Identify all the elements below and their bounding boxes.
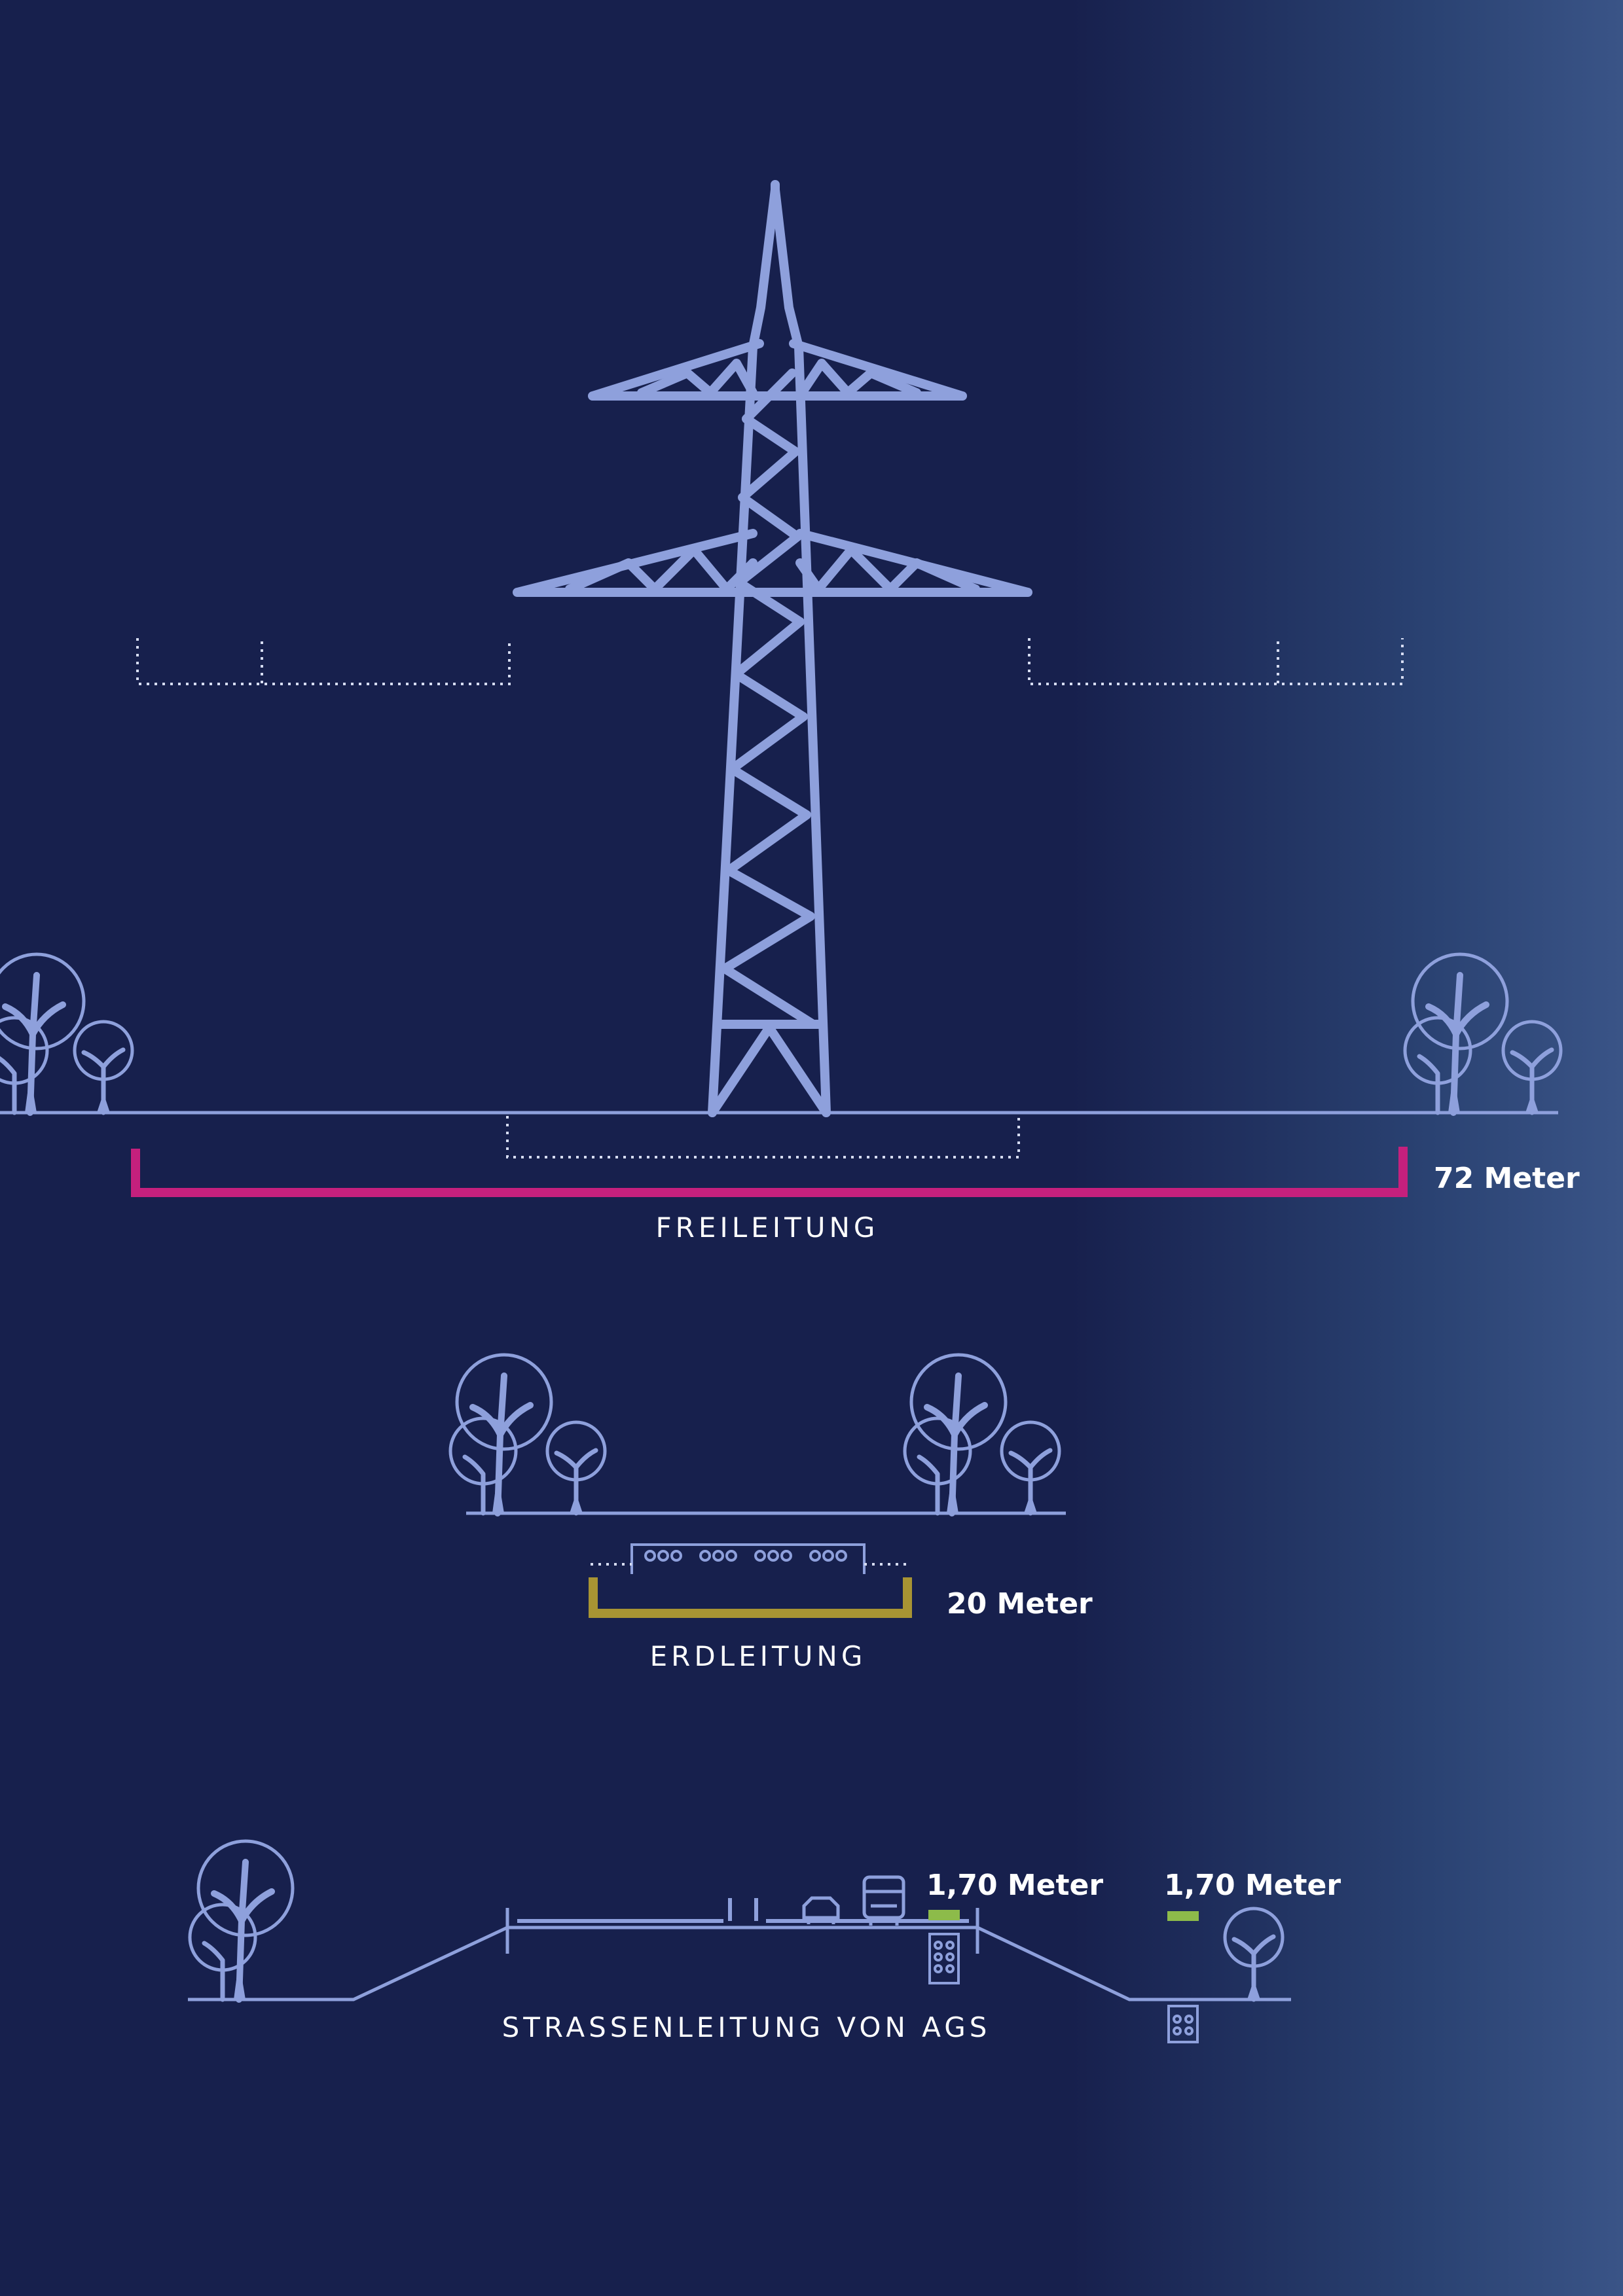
tree-icon [905, 1355, 1059, 1513]
clearance-dotted-lines [136, 638, 1404, 1158]
freileitung-section: 72 Meter FREILEITUNG [0, 180, 1580, 1244]
erdleitung-width-label: 20 Meter [947, 1587, 1093, 1621]
freileitung-width-bracket [131, 1147, 1408, 1197]
cable-duct-icon [928, 1933, 960, 1984]
cable-duct-icon [1167, 2005, 1199, 2043]
road-width-label: 1,70 Meter [926, 1869, 1103, 1902]
shoulder-width-marker [1167, 1911, 1199, 1921]
tree-icon [190, 1841, 293, 2000]
tree-icon [450, 1355, 605, 1513]
erdleitung-width-bracket [589, 1577, 912, 1618]
tree-icon [0, 954, 132, 1113]
tree-icon [1405, 954, 1561, 1113]
erdleitung-label: ERDLEITUNG [650, 1640, 867, 1672]
shoulder-width-label: 1,70 Meter [1164, 1869, 1341, 1902]
cable-duct-icon [630, 1543, 866, 1574]
car-icon [802, 1896, 840, 1924]
truck-icon [862, 1875, 905, 1926]
freileitung-width-label: 72 Meter [1434, 1162, 1580, 1195]
freileitung-label: FREILEITUNG [656, 1211, 879, 1244]
strassenleitung-section: 1,70 Meter 1,70 Meter STRASSENLEITUNG VO… [188, 1841, 1341, 2043]
road-profile-line [188, 1926, 1291, 2001]
tree-icon [1225, 1909, 1283, 2000]
lane-markings [517, 1898, 969, 1923]
road-edge-marks [505, 1908, 979, 1954]
strassenleitung-label: STRASSENLEITUNG VON AGS [502, 2011, 991, 2043]
erdleitung-section: 20 Meter ERDLEITUNG [450, 1355, 1093, 1672]
power-pylon-icon [513, 180, 1032, 1117]
road-width-marker [928, 1910, 960, 1920]
